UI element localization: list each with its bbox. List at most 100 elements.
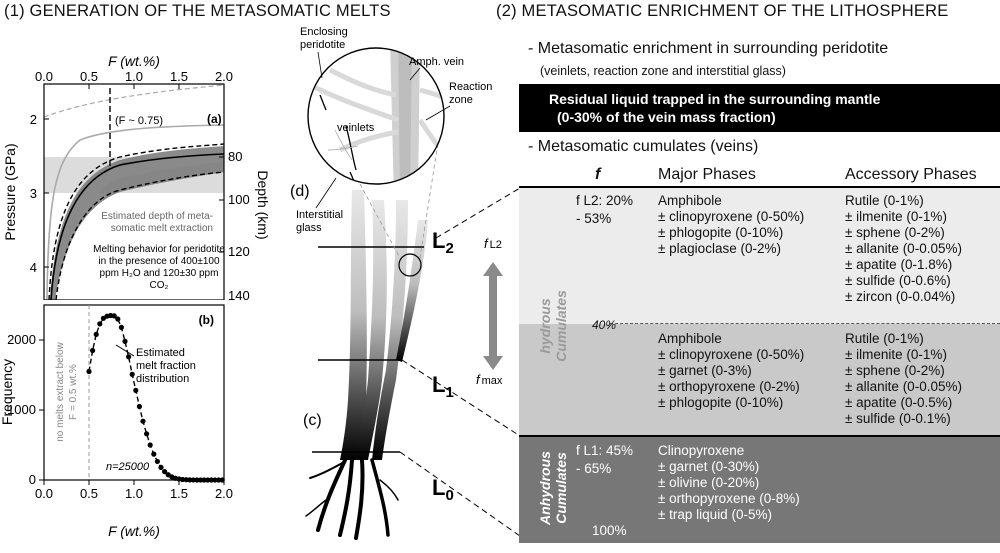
- connector-3: [399, 451, 520, 537]
- distribution-point: [216, 477, 222, 483]
- cutoff-note-1: no melts extract below: [55, 341, 66, 441]
- hydrous-label-1: hydrous: [537, 298, 553, 354]
- left-tick-4: 4: [30, 260, 37, 275]
- row2-major-item: ± phlogopite (0-10%): [658, 395, 784, 410]
- row1-major-item: Amphibole: [658, 193, 722, 208]
- y-tick-label: 2000: [7, 332, 36, 347]
- range-arrow: [483, 262, 503, 370]
- depth-tick-100: 100: [228, 192, 250, 207]
- distribution-point: [208, 477, 214, 483]
- zoom-circle-outline: [307, 47, 445, 185]
- row1-major-list: Amphibole ± clinopyroxene (0-50%) ± phlo…: [658, 193, 804, 257]
- melt-caption-1: Melting behavior for peridotite: [93, 244, 225, 255]
- row3-major-item: ± trap liquid (0-5%): [658, 507, 772, 522]
- melting-envelope-inner: [50, 155, 224, 300]
- distribution-point: [140, 418, 146, 424]
- row3-major-item: ± garnet (0-30%): [658, 459, 760, 474]
- enclosing-label-1: Enclosing: [300, 26, 348, 38]
- reaction-label-2: zone: [449, 94, 473, 106]
- row1-f-1: f L2: 20%: [576, 193, 634, 208]
- distribution-point: [118, 324, 124, 330]
- shade-caption-2: somatic melt extraction: [111, 223, 213, 234]
- distribution-point: [212, 477, 218, 483]
- top-axis-label: F (wt.%): [108, 53, 160, 69]
- bullet-surrounding-peridotite: - Metasomatic enrichment in surrounding …: [528, 40, 889, 57]
- top-tick-3: 1.5: [170, 69, 188, 84]
- distribution-point: [162, 469, 168, 475]
- pressure-axis-label: Pressure (GPa): [2, 143, 18, 240]
- vein-roots: [305, 456, 399, 540]
- row2-major-item: ± garnet (0-3%): [658, 363, 752, 378]
- distribution-point: [205, 477, 211, 483]
- shade-caption-1: Estimated depth of meta-: [101, 211, 213, 222]
- top-tick-1: 0.5: [80, 69, 98, 84]
- table-dashed-rule: [610, 323, 1000, 324]
- row1-accessory-item: ± sulfide (0-0.6%): [845, 273, 951, 288]
- depth-tick-140: 140: [228, 288, 250, 300]
- vein-branches: [340, 190, 428, 460]
- n-label: n=25000: [106, 461, 150, 473]
- bullet-surrounding-sub: (veinlets, reaction zone and interstitia…: [540, 64, 786, 78]
- interstitial-label-2: glass: [296, 222, 322, 234]
- distribution-point: [129, 371, 135, 377]
- fbar-label: (F ~ 0.75): [115, 115, 163, 127]
- anhydrous-label-2: Cumulates: [553, 452, 569, 524]
- head-major: Major Phases: [658, 166, 756, 183]
- left-section-title: (1) GENERATION OF THE METASOMATIC MELTS: [4, 2, 391, 20]
- panel-b-ylabel: Frequency: [0, 359, 15, 425]
- distribution-point: [97, 321, 103, 327]
- dist-caption-1: Estimated: [136, 347, 185, 359]
- row2-accessory-item: ± allanite (0-0.05%): [845, 379, 962, 394]
- caption-leader: [115, 344, 135, 357]
- hydrous-label-2: Cumulates: [553, 290, 569, 362]
- row2-major-item: ± clinopyroxene (0-50%): [658, 347, 805, 362]
- left-tick-3: 3: [30, 186, 37, 201]
- distribution-point: [136, 403, 142, 410]
- row2-f: 40%: [592, 318, 617, 332]
- head-f: f: [595, 166, 601, 183]
- row1-accessory-item: Rutile (0-1%): [845, 193, 924, 208]
- label-L0: L0: [432, 475, 454, 504]
- zoom-inset: [308, 48, 444, 184]
- distribution-point: [158, 464, 164, 470]
- zoom-circle: [398, 253, 422, 277]
- hydrous-label: hydrous Cumulates: [528, 290, 588, 362]
- distribution-point: [111, 313, 117, 319]
- distribution-point: [194, 477, 200, 483]
- x-tick-label: 1.0: [125, 486, 143, 501]
- x-tick-label: 1.5: [170, 486, 188, 501]
- label-c: (c): [303, 412, 322, 429]
- depth-tick-120: 120: [228, 244, 250, 259]
- row3-major-list: Clinopyroxene ± garnet (0-30%) ± olivine…: [658, 443, 800, 523]
- x-tick-label: 2.0: [215, 486, 233, 501]
- zoom-guide-2: [419, 129, 441, 259]
- row3-major-item: ± orthopyroxene (0-8%): [658, 491, 800, 506]
- row2-accessory-list: Rutile (0-1%) ± ilmenite (0-1%) ± sphene…: [845, 331, 962, 427]
- row1-accessory-item: ± allanite (0-0.05%): [845, 241, 962, 256]
- cutoff-note-2: F = 0.5 wt.%: [68, 364, 79, 420]
- label-d: (d): [290, 183, 310, 200]
- residual-line-2: (0-30% of the vein mass fraction): [557, 109, 776, 125]
- row1-accessory-item: ± sphene (0-2%): [845, 225, 945, 240]
- dist-caption-3: distribution: [136, 373, 189, 385]
- panel-b-xlabel: F (wt.%): [108, 523, 160, 539]
- residual-line-1: Residual liquid trapped in the surroundi…: [549, 91, 881, 107]
- bullet-cumulates: - Metasomatic cumulates (veins): [528, 138, 759, 155]
- distribution-point: [144, 431, 150, 437]
- distribution-point: [201, 477, 207, 483]
- left-tick-2: 2: [30, 112, 37, 127]
- band-hydrous-upper: [519, 188, 1000, 324]
- dist-caption-2: melt fraction: [136, 360, 196, 372]
- row1-accessory-item: ± ilmenite (0-1%): [845, 209, 947, 224]
- melting-curve: [50, 153, 225, 300]
- top-dashed-curve: [43, 84, 225, 118]
- residual-liquid-box: Residual liquid trapped in the surroundi…: [519, 84, 1000, 132]
- row2-accessory-item: ± ilmenite (0-1%): [845, 347, 947, 362]
- row2-accessory-item: Rutile (0-1%): [845, 331, 924, 346]
- y-tick-label: 1000: [7, 402, 36, 417]
- row1-accessory-list: Rutile (0-1%) ± ilmenite (0-1%) ± sphene…: [845, 193, 962, 305]
- melting-curve-lower: [55, 171, 225, 300]
